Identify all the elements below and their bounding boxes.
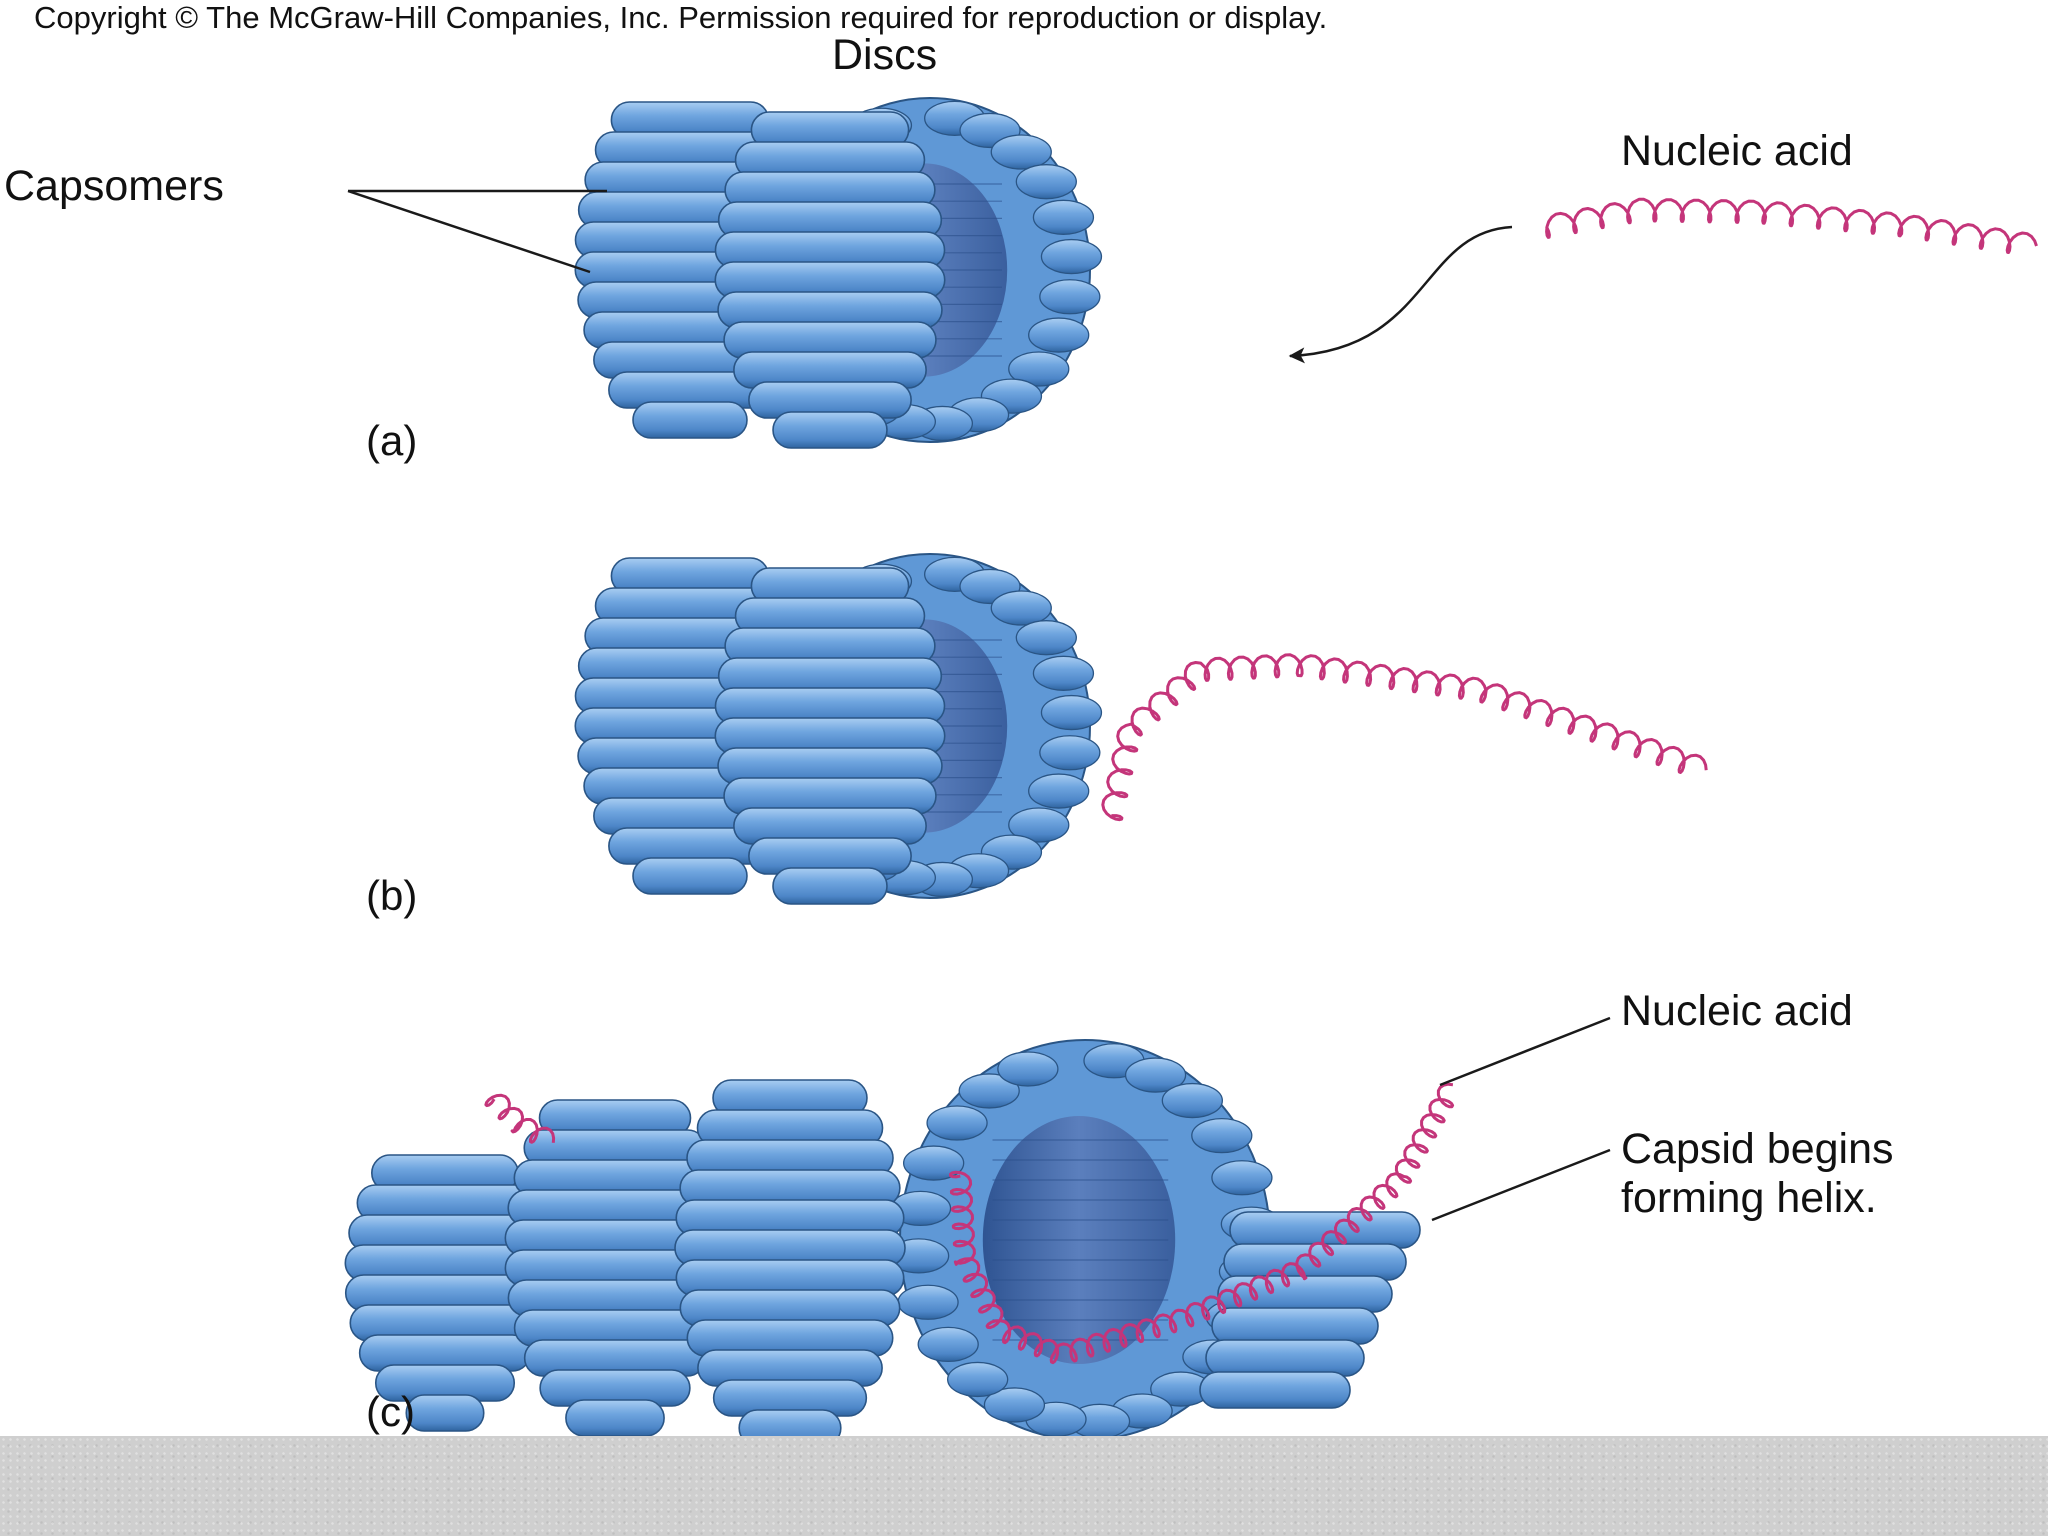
panel-label-a: (a) bbox=[366, 420, 417, 462]
nucleic-acid-label-bottom: Nucleic acid bbox=[1621, 990, 1853, 1033]
nucleic-acid-coil bbox=[1547, 199, 2037, 252]
panel-label-b: (b) bbox=[366, 875, 417, 917]
capsomer bbox=[1016, 621, 1076, 655]
capsomer bbox=[566, 1400, 664, 1436]
nucleic-acid-label-top: Nucleic acid bbox=[1621, 130, 1853, 173]
capsomer bbox=[1162, 1084, 1222, 1118]
capsomer bbox=[991, 591, 1051, 625]
capsomer bbox=[948, 1362, 1008, 1396]
capsomer-helix-c bbox=[345, 1040, 1420, 1446]
copyright-notice: Copyright © The McGraw-Hill Companies, I… bbox=[34, 2, 1327, 33]
capsomer-disc-a bbox=[575, 98, 1101, 448]
capsomer bbox=[1040, 736, 1100, 770]
capsomer bbox=[1224, 1244, 1406, 1280]
capsomer bbox=[898, 1285, 958, 1319]
capsomers-label: Capsomers bbox=[4, 165, 224, 208]
capsomer bbox=[918, 1327, 978, 1361]
capsomer bbox=[1029, 774, 1089, 808]
nucleic-acid-coil bbox=[1103, 655, 1706, 820]
capsomer bbox=[1192, 1119, 1252, 1153]
panel-label-c: (c) bbox=[366, 1391, 415, 1433]
capsomer bbox=[633, 402, 747, 438]
capsomer bbox=[1040, 280, 1100, 314]
capsomer bbox=[904, 1146, 964, 1180]
capsomer bbox=[1041, 240, 1101, 274]
capsomer bbox=[1212, 1161, 1272, 1195]
capsomer bbox=[1041, 696, 1101, 730]
capsomer bbox=[1212, 1308, 1378, 1344]
figure-title: Discs bbox=[832, 34, 937, 77]
capsomer bbox=[633, 858, 747, 894]
capsomer bbox=[1218, 1276, 1392, 1312]
capsomers-pointer-2 bbox=[348, 191, 590, 272]
nucleic-acid-arrow bbox=[1290, 227, 1512, 356]
capsomer bbox=[998, 1052, 1058, 1086]
capsid-helix-label: Capsid begins forming helix. bbox=[1621, 1125, 1894, 1222]
capsomer bbox=[1230, 1212, 1420, 1248]
footer-bar bbox=[0, 1436, 2048, 1536]
capsomer bbox=[773, 868, 887, 904]
capsomer bbox=[1200, 1372, 1350, 1408]
capsomer bbox=[991, 135, 1051, 169]
capsomer bbox=[1033, 200, 1093, 234]
capsomer bbox=[773, 412, 887, 448]
capsomer bbox=[1206, 1340, 1364, 1376]
capsomer bbox=[1029, 318, 1089, 352]
capsomer bbox=[927, 1106, 987, 1140]
capsomer bbox=[406, 1395, 483, 1431]
nucleic-acid-pointer-c bbox=[1440, 1018, 1610, 1085]
capsomer bbox=[1033, 656, 1093, 690]
capsomer bbox=[1016, 165, 1076, 199]
capsomer-disc-b bbox=[575, 554, 1101, 904]
capsid-helix-pointer bbox=[1432, 1150, 1610, 1220]
